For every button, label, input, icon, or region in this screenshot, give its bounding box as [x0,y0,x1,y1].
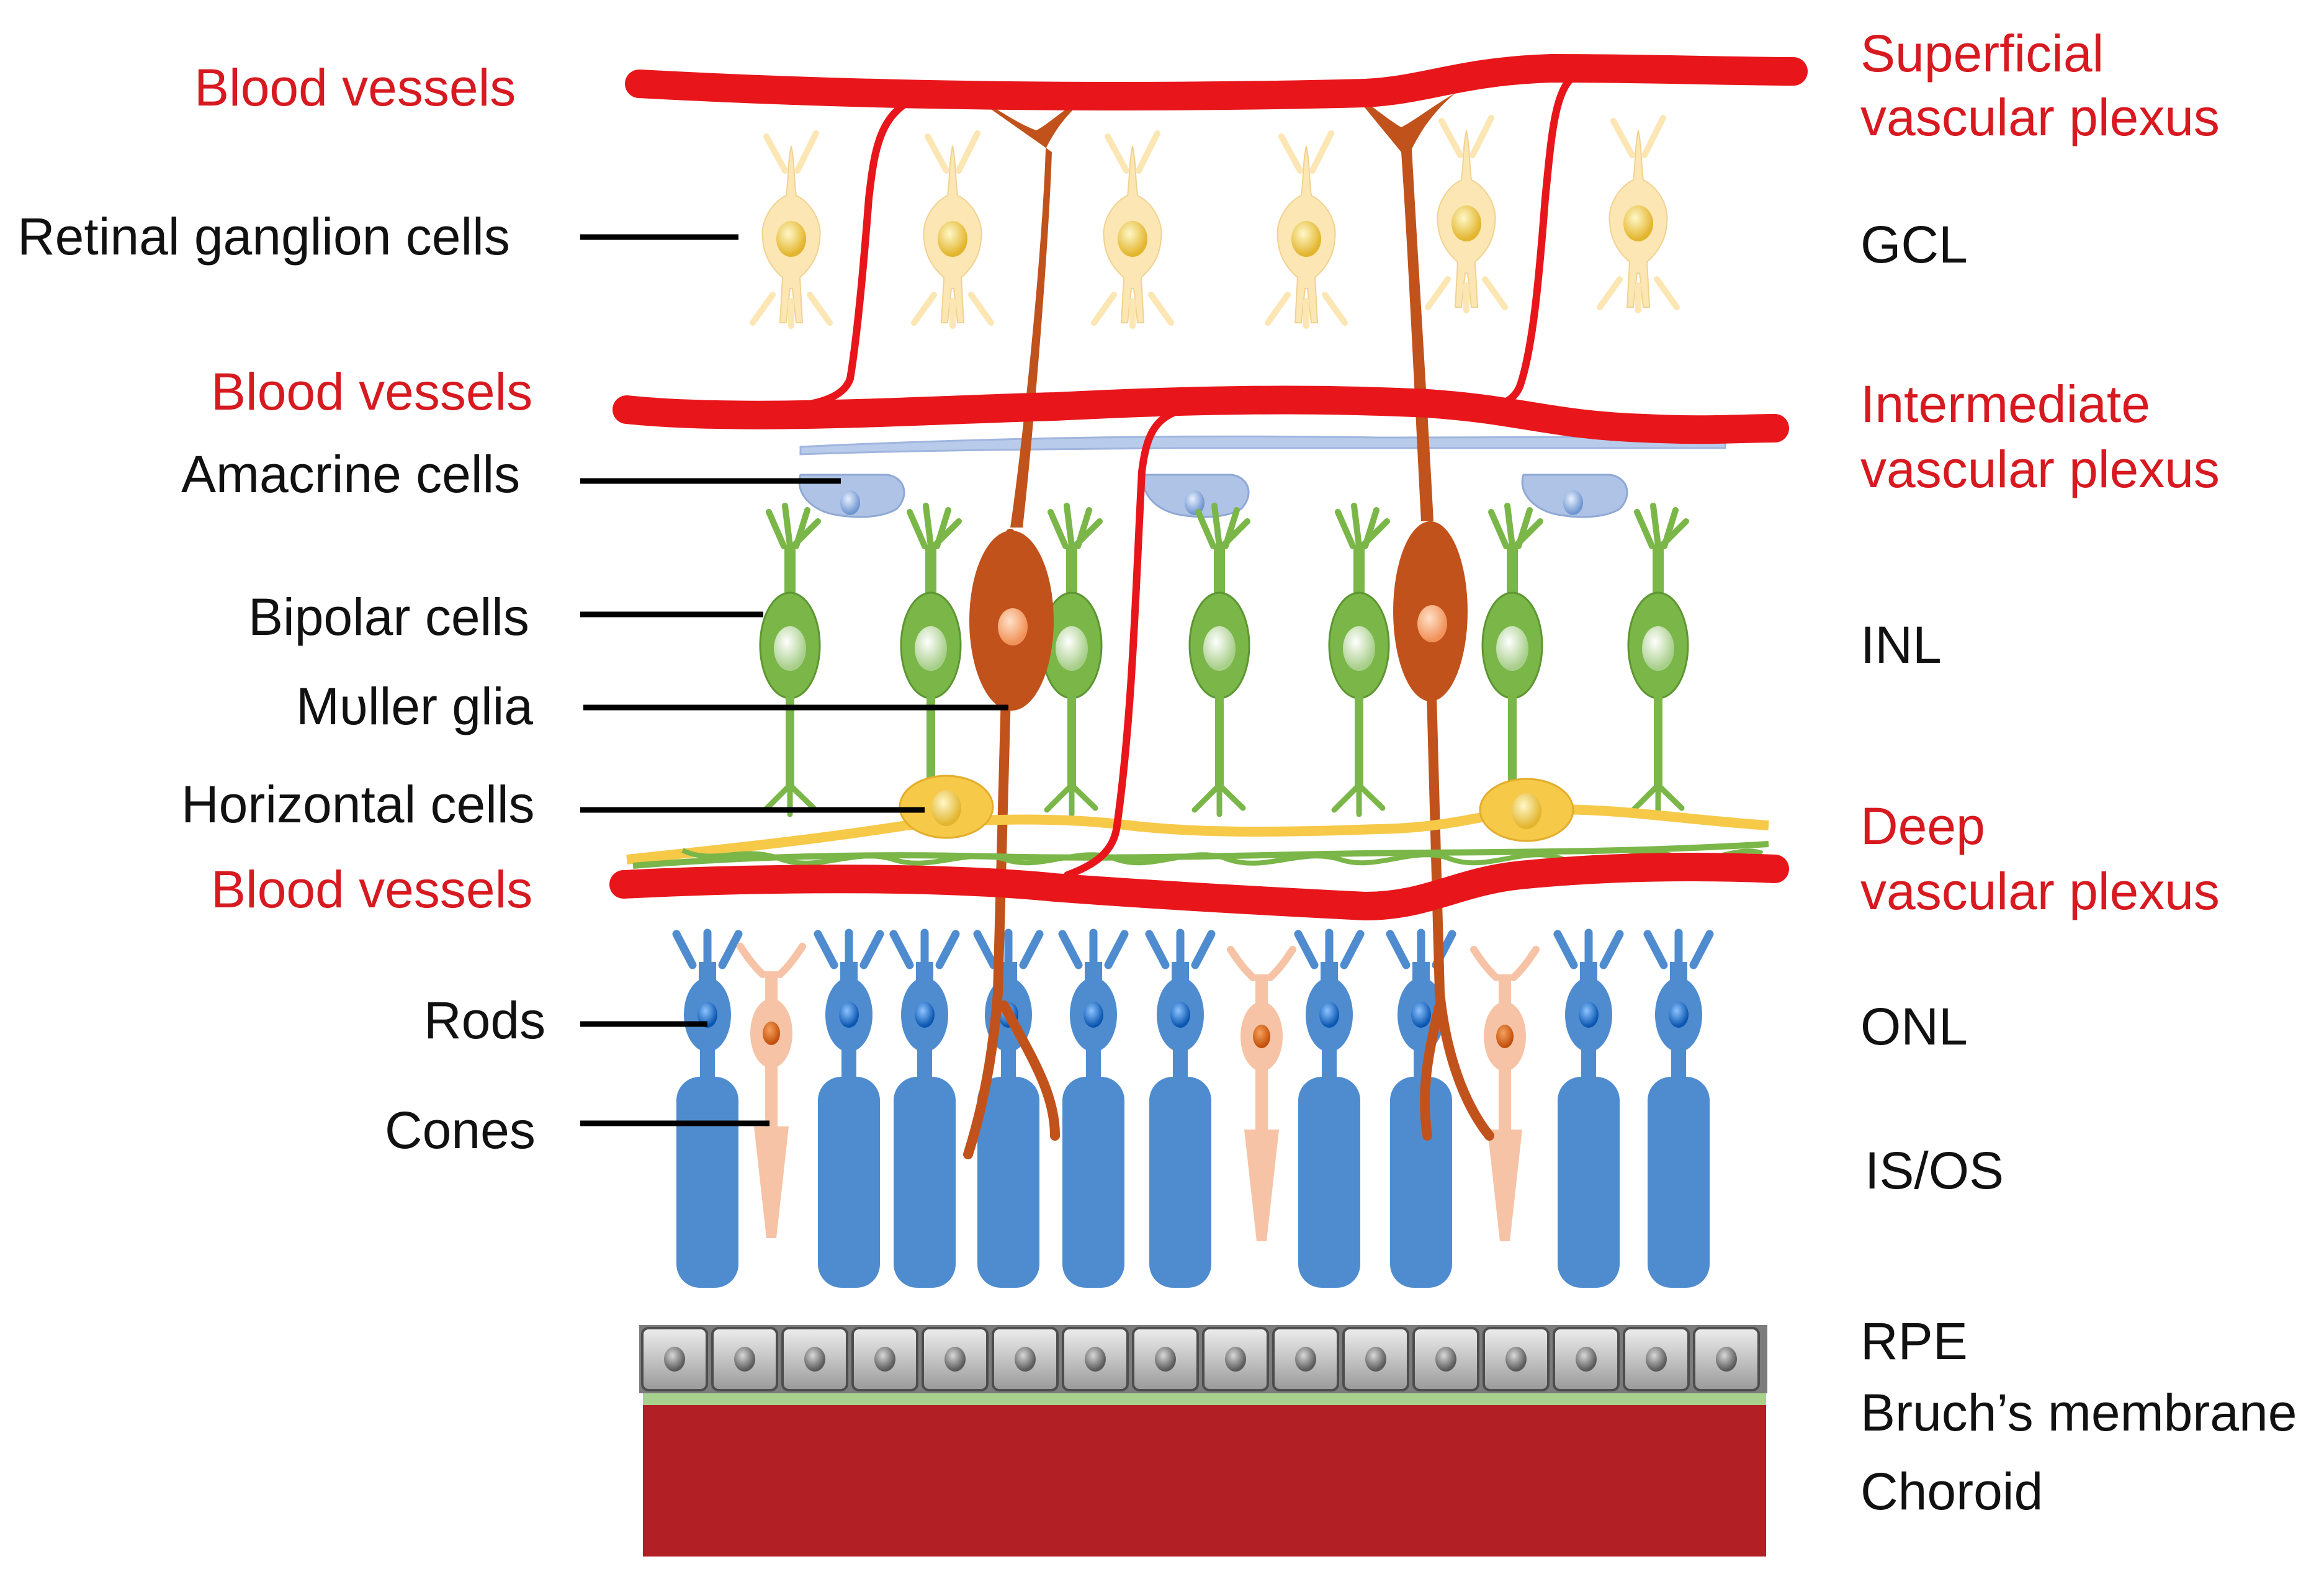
label-superficial: Superficial [1860,24,2104,83]
label-deep: Deep [1860,797,1985,855]
vessel-connector [1467,71,1580,413]
photoreceptor-layer [676,933,1710,1288]
label-bipolar-cells: Bipolar cells [248,588,529,646]
label-superficial-plexus: vascular plexus [1860,88,2220,146]
label-retinal-ganglion-cells: Retinal ganglion cells [17,207,510,266]
label-blood-vessels-mid: Blood vessels [211,362,532,421]
label-deep-plexus: vascular plexus [1860,862,2220,920]
choroid-layer [643,1404,1766,1557]
blood-vessels [609,53,1808,921]
label-rods: Rods [424,991,545,1049]
intermediate-vascular-plexus [612,385,1789,444]
horizontal-layer [626,775,1769,869]
label-intermediate: Intermediate [1860,375,2150,433]
deep-vascular-plexus [609,853,1789,921]
leader-lines [580,234,1008,1126]
vessel-connector [1064,400,1229,879]
label-inl: INL [1860,616,1942,674]
label-isos: IS/OS [1865,1141,2004,1200]
label-blood-vessels-top: Blood vessels [194,58,516,117]
label-cones: Cones [385,1101,536,1159]
bipolar-layer [760,506,1688,814]
bruchs-membrane [643,1393,1766,1405]
rpe-layer [639,1325,1767,1393]
vessel-connector [791,89,935,410]
muller-glia [963,93,1494,1159]
superficial-vascular-plexus [625,53,1808,110]
label-horizontal-cells: Horizontal cells [181,775,535,833]
label-blood-vessels-deep: Blood vessels [211,860,532,919]
label-onl: ONL [1860,997,1968,1056]
label-bruchs-membrane: Bruch’s membrane [1860,1383,2297,1442]
label-amacrine-cells: Amacrine cells [181,445,520,503]
amacrine-layer [798,435,1726,518]
label-intermediate-plexus: vascular plexus [1860,440,2220,498]
label-rpe: RPE [1860,1312,1968,1370]
label-muller-glia: Mυller glia [296,677,533,735]
label-choroid: Choroid [1860,1462,2043,1521]
label-gcl: GCL [1860,215,1968,274]
